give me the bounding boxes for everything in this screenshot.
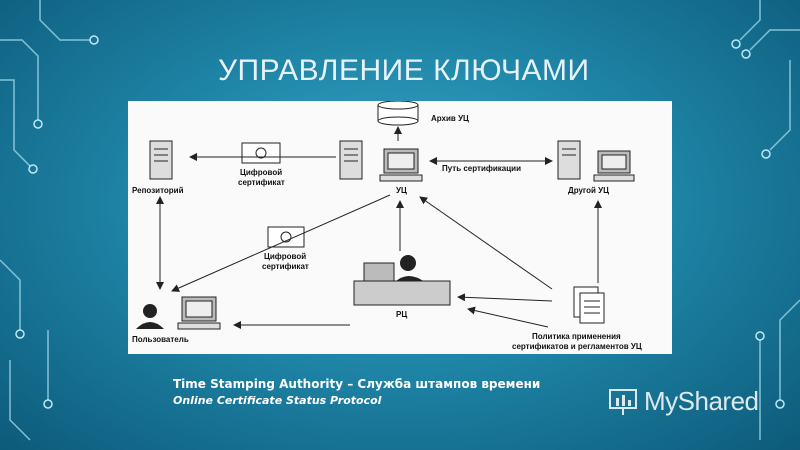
cert2-label-line1: Цифровой [264, 252, 306, 261]
user-computer-icon [177, 296, 221, 330]
pki-diagram: Архив УЦ УЦ Другой УЦ [132, 101, 642, 351]
other-ca-server-icon [557, 140, 581, 180]
ca-server-icon [339, 140, 363, 180]
ocsp-note: Online Certificate Status Protocol [173, 394, 382, 407]
user-person-icon [136, 304, 164, 329]
other-ca-label: Другой УЦ [568, 186, 609, 195]
diagram-arrows [156, 126, 602, 329]
ra-operator-icon [353, 255, 451, 306]
policy-label-line1: Политика применения [532, 332, 621, 341]
pki-diagram-panel: Архив УЦ УЦ Другой УЦ [128, 101, 672, 354]
presentation-chart-icon [609, 388, 637, 415]
certificate-icon [241, 142, 281, 164]
certificate-icon [267, 226, 305, 248]
cert2-label-line2: сертификат [262, 262, 309, 271]
slide-title: УПРАВЛЕНИЕ КЛЮЧАМИ [218, 54, 590, 87]
policy-label-line2: сертификатов и регламентов УЦ [512, 342, 642, 351]
ca-label: УЦ [396, 186, 407, 195]
footnotes: Time Stamping Authority – Служба штампов… [173, 377, 540, 407]
cert1-label-line1: Цифровой [240, 168, 282, 177]
tsa-note: Time Stamping Authority – Служба штампов… [173, 377, 541, 391]
archive-label: Архив УЦ [431, 114, 469, 123]
policy-documents-icon [573, 286, 605, 324]
archive-database-icon [377, 101, 419, 126]
ca-computer-icon [379, 148, 423, 182]
brand-name: MyShared [644, 386, 759, 416]
other-ca-computer-icon [593, 150, 635, 182]
myshared-logo: MyShared [608, 386, 759, 417]
repository-label: Репозиторий [132, 186, 184, 195]
repository-server-icon [149, 140, 173, 180]
cert1-label-line2: сертификат [238, 178, 285, 187]
cert-path-label: Путь сертификации [442, 164, 521, 173]
user-label: Пользователь [132, 335, 189, 344]
ra-label: РЦ [396, 310, 407, 319]
